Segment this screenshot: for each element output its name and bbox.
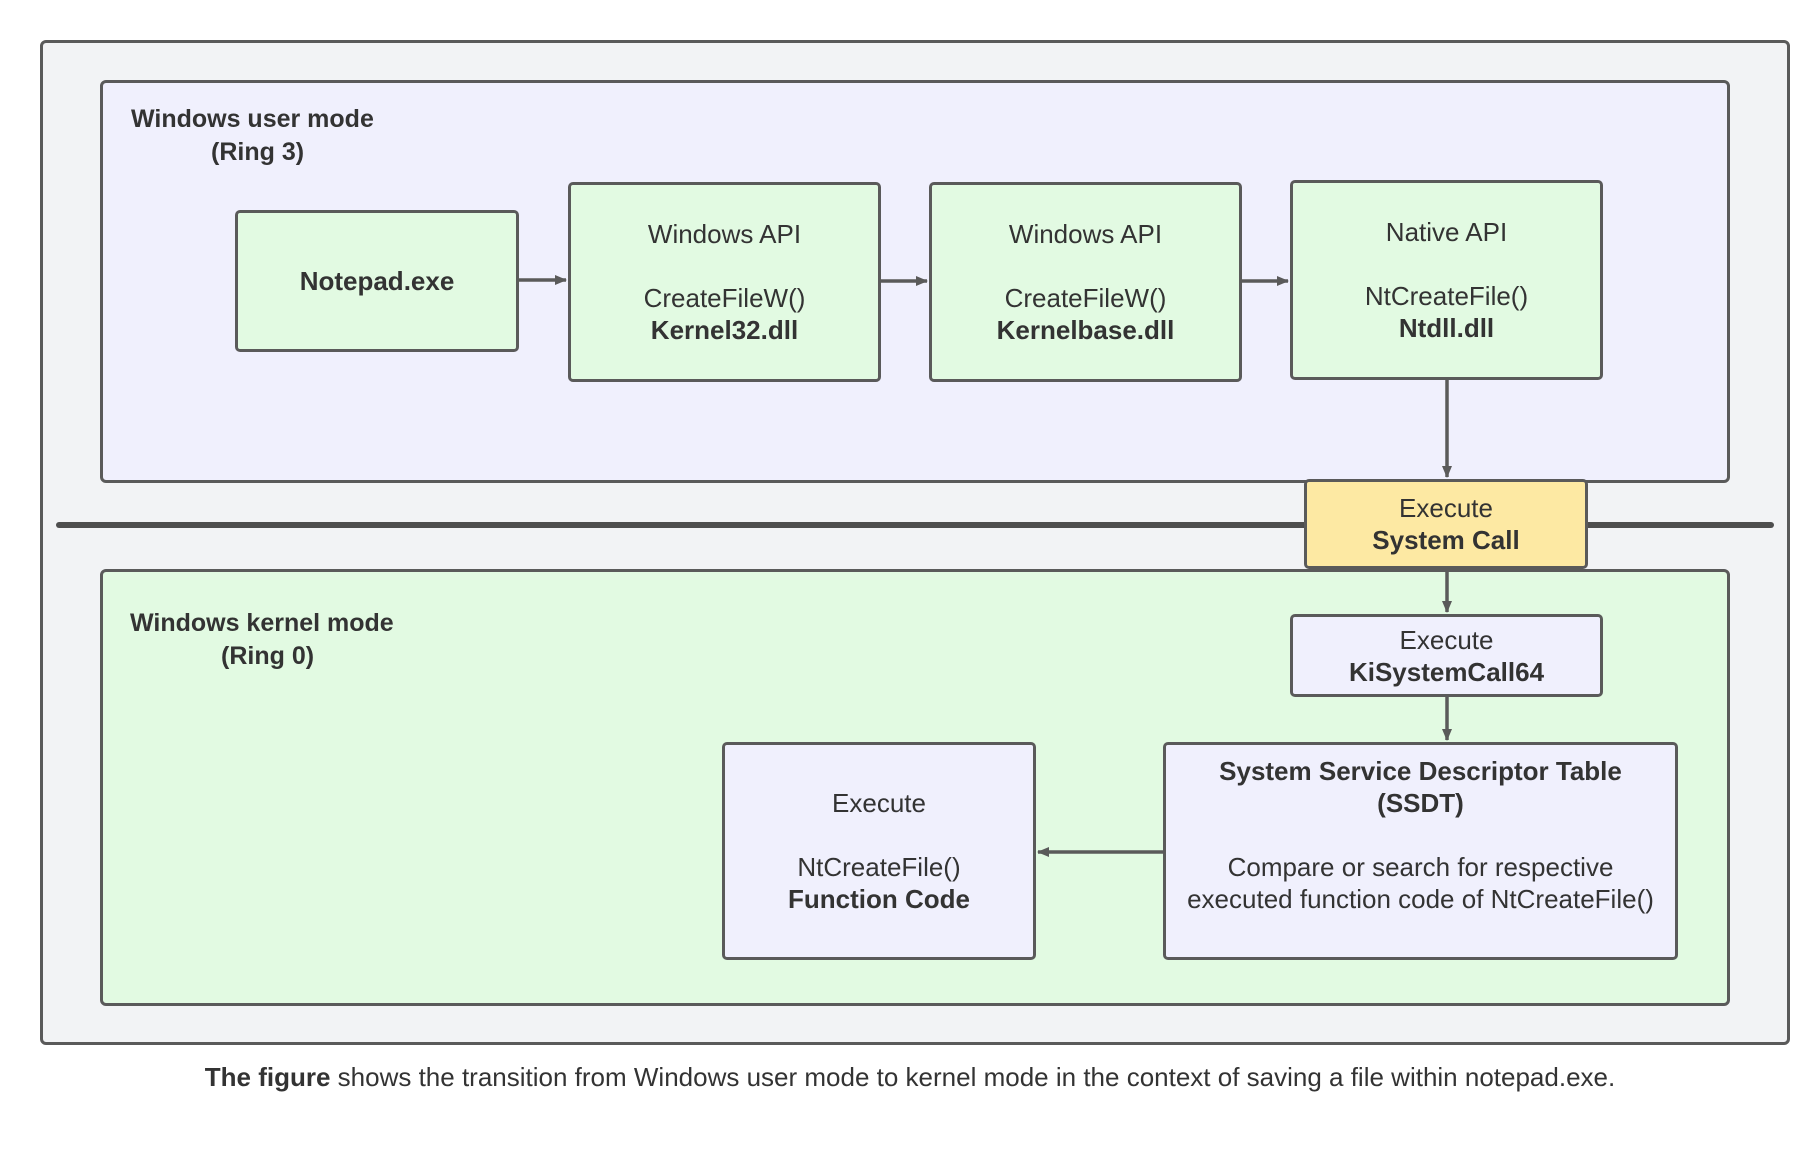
kernelbase-function: CreateFileW() [1004, 283, 1167, 313]
notepad-node: Notepad.exe [235, 210, 519, 352]
kernelbase-dll: Kernelbase.dll [996, 315, 1175, 345]
kisystemcall64-node: Execute KiSystemCall64 [1290, 614, 1603, 697]
kernel32-dll: Kernel32.dll [650, 315, 799, 345]
kernelbase-api-type: Windows API [1008, 219, 1163, 249]
kernel32-function: CreateFileW() [643, 283, 806, 313]
function-code-node: Execute NtCreateFile() Function Code [722, 742, 1036, 960]
figure-caption: The figure shows the transition from Win… [0, 1060, 1820, 1094]
kernelbase-node: Windows API CreateFileW() Kernelbase.dll [929, 182, 1242, 382]
kernel-mode-title: Windows kernel mode (Ring 0) [130, 609, 394, 670]
ntdll-api-type: Native API [1385, 217, 1508, 247]
ring-boundary-line [56, 522, 1774, 528]
ssdt-node: System Service Descriptor Table (SSDT) C… [1163, 742, 1678, 960]
caption-text: shows the transition from Windows user m… [330, 1062, 1616, 1092]
user-mode-title: Windows user mode (Ring 3) [131, 105, 374, 166]
kernel32-api-type: Windows API [647, 219, 802, 249]
system-call-node: Execute System Call [1304, 479, 1588, 569]
caption-bold: The figure [204, 1062, 331, 1092]
ntdll-node: Native API NtCreateFile() Ntdll.dll [1290, 180, 1603, 380]
ntdll-dll: Ntdll.dll [1398, 313, 1495, 343]
ntdll-function: NtCreateFile() [1364, 281, 1529, 311]
kernel32-node: Windows API CreateFileW() Kernel32.dll [568, 182, 881, 382]
